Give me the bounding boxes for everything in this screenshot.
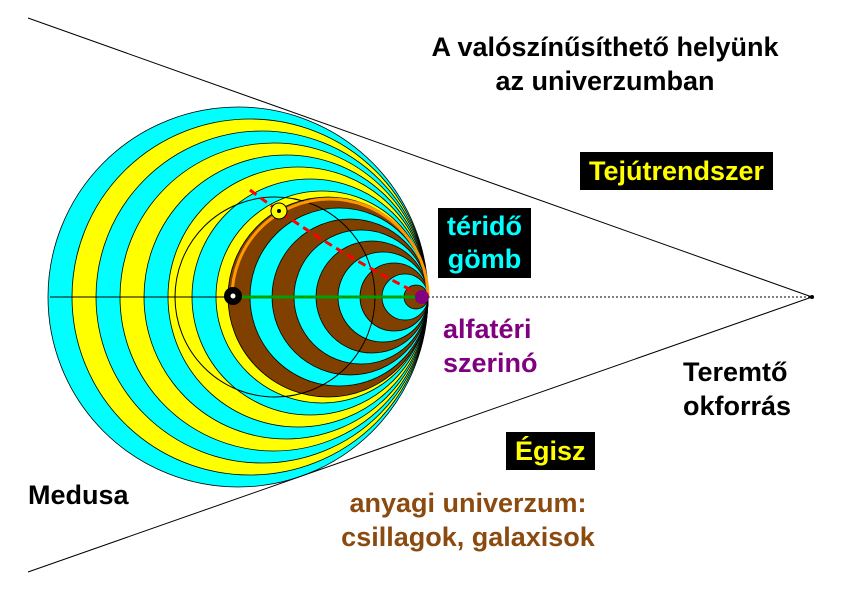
anyagi-line-2: csillagok, galaxisok [341,522,595,552]
anyagi-univerzum-label: anyagi univerzum: csillagok, galaxisok [318,486,618,554]
orange-arc [230,197,430,298]
diagram-title: A valószínűsíthető helyünk az univerzumb… [395,30,815,98]
teremto-line-2: okforrás [683,391,792,421]
alfateri-szerino-label: alfatéri szerinó [443,312,538,380]
teridogomb-line-1: téridő [447,211,523,241]
title-line-1: A valószínűsíthető helyünk [431,32,779,62]
position-dot-core [277,209,281,213]
teridogomb-line-2: gömb [447,244,522,274]
teremto-okforras-label: Teremtő okforrás [683,355,791,423]
cone-lower-line [27,296,813,573]
anyagi-line-1: anyagi univerzum: [349,488,587,518]
title-line-2: az univerzumban [495,66,715,96]
teridogomb-label: téridő gömb [438,208,532,278]
alfateri-line-1: alfatéri [443,314,532,344]
teremto-line-1: Teremtő [683,357,788,387]
cone-upper-line [27,17,813,298]
alfateri-line-2: szerinó [443,348,538,378]
diagram-marks [224,188,814,305]
medusa-label: Medusa [28,480,129,510]
egisz-label: Égisz [506,432,595,470]
alfateri-purple-dot [415,290,429,304]
tejutrendszer-label: Tejútrendszer [580,152,774,190]
center-dot-core [230,293,236,299]
apex-point [810,295,814,299]
